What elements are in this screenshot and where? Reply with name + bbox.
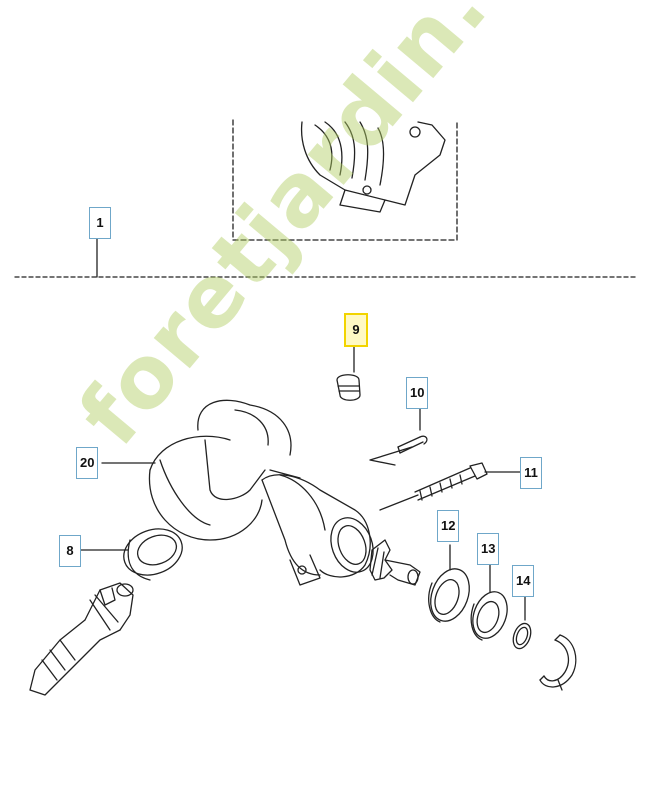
bearing-13 <box>470 562 508 641</box>
callout-8[interactable]: 8 <box>59 535 81 567</box>
bearing-8 <box>79 528 183 581</box>
plug-9 <box>336 344 361 401</box>
callout-13[interactable]: 13 <box>477 533 500 565</box>
washer-14 <box>512 594 532 650</box>
callout-9[interactable]: 9 <box>344 313 368 347</box>
screw-11 <box>414 462 521 501</box>
callout-1[interactable]: 1 <box>89 207 111 239</box>
inset-clamp-part <box>300 121 446 213</box>
gear-housing-20 <box>101 399 374 586</box>
screw-10 <box>397 406 428 454</box>
callout-20[interactable]: 20 <box>76 447 99 479</box>
callout-12[interactable]: 12 <box>437 510 460 542</box>
bearing-12 <box>428 544 470 623</box>
inset-box <box>232 119 458 241</box>
drive-shaft-gear <box>29 582 134 696</box>
callout-14[interactable]: 14 <box>512 565 535 597</box>
callout-11[interactable]: 11 <box>520 457 542 489</box>
pinion-gear <box>369 539 421 586</box>
circlip <box>539 634 577 691</box>
callout-10[interactable]: 10 <box>406 377 429 409</box>
